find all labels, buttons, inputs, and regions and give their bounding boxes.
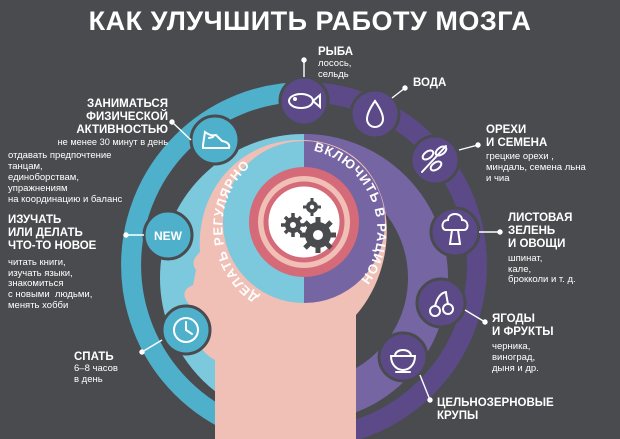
new-badge: NEW: [154, 229, 183, 243]
item-berries: ЯГОДЫ И ФРУКТЫ черника, виноград, дыня и…: [492, 313, 612, 375]
item-learn-head: ИЗУЧАТЬ ИЛИ ДЕЛАТЬ ЧТО-ТО НОВОЕ: [8, 214, 97, 252]
clock-icon: [173, 317, 199, 343]
item-nuts: ОРЕХИ И СЕМЕНА грецкие орехи , миндаль, …: [486, 124, 616, 185]
broccoli-icon: [441, 213, 469, 245]
inner-ring-left-band: [223, 141, 305, 303]
cherry-icon: [429, 291, 454, 317]
item-learn-sub: читать книги, изучать языки, знакомиться…: [8, 256, 93, 312]
item-sport-head: ЗАНИМАТЬСЯ ФИЗИЧЕСКОЙ АКТИВНОСТЬЮ: [76, 98, 168, 136]
item-grains: ЦЕЛЬНОЗЕРНОВЫЕ КРУПЫ: [437, 397, 577, 423]
gears-icon: [281, 198, 336, 253]
item-berries-sub: черника, виноград, дыня и др.: [492, 340, 539, 374]
item-fish: РЫБА лосось, сельдь: [318, 46, 408, 81]
item-fish-sub: лосось, сельдь: [318, 57, 352, 80]
fish-icon: [288, 92, 321, 110]
bowl-icon: [389, 349, 417, 373]
item-sleep-head: СПАТЬ: [74, 351, 114, 363]
item-berries-head: ЯГОДЫ И ФРУКТЫ: [492, 313, 554, 338]
seeds-icon: [421, 145, 448, 173]
item-sleep: СПАТЬ 6–8 часов в день: [74, 351, 144, 386]
item-grains-head: ЦЕЛЬНОЗЕРНОВЫЕ КРУПЫ: [437, 397, 554, 422]
item-greens-sub: шпинат, кале, брокколи и т. д.: [508, 252, 576, 286]
item-greens: ЛИСТОВАЯ ЗЕЛЕНЬ И ОВОЩИ шпинат, кале, бр…: [508, 212, 618, 286]
item-sport: ЗАНИМАТЬСЯ ФИЗИЧЕСКОЙ АКТИВНОСТЬЮ не мен…: [30, 98, 168, 147]
item-nuts-head: ОРЕХИ И СЕМЕНА: [486, 124, 548, 149]
item-sleep-sub: 6–8 часов в день: [74, 362, 118, 385]
sneaker-icon: [202, 130, 231, 149]
item-water: ВОДА: [413, 77, 493, 90]
item-fish-head: РЫБА: [318, 46, 354, 58]
item-greens-head: ЛИСТОВАЯ ЗЕЛЕНЬ И ОВОЩИ: [508, 212, 573, 250]
item-nuts-sub: грецкие орехи , миндаль, семена льна и ч…: [486, 150, 586, 184]
item-sport-details: отдавать предпочтение танцам, единоборст…: [8, 150, 168, 206]
item-sport-sub2: отдавать предпочтение танцам, единоборст…: [8, 150, 123, 205]
item-learn: ИЗУЧАТЬ ИЛИ ДЕЛАТЬ ЧТО-ТО НОВОЕ читать к…: [8, 214, 124, 312]
inner-ring-right-band: [303, 141, 385, 303]
page-title: КАК УЛУЧШИТЬ РАБОТУ МОЗГА: [88, 6, 532, 36]
item-water-head: ВОДА: [413, 77, 447, 89]
water-drop-icon: [365, 99, 385, 128]
item-sport-sub1: не менее 30 минут в день: [57, 136, 168, 147]
